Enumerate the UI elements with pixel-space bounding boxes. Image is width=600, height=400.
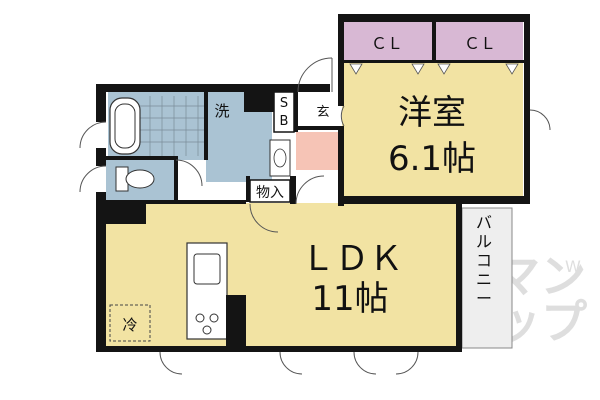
walls [96, 14, 530, 352]
fridge-label: 冷 [122, 316, 137, 334]
toilet-bowl-icon [125, 169, 155, 189]
entrance-label: 玄 [316, 105, 329, 120]
stove-burner-icon [202, 325, 212, 335]
ldk-window-arc-4 [395, 351, 419, 375]
balcony-char: ル [476, 232, 492, 251]
western-door-arc [340, 105, 345, 127]
fridge-space [109, 304, 151, 342]
closet-right [436, 22, 523, 62]
balcony-char: ニ [476, 270, 492, 289]
shoebox-label-top: S [280, 96, 288, 111]
washroom-door-arc [175, 159, 203, 187]
ldk-window-arc-1 [159, 351, 183, 375]
entrance-step [296, 126, 340, 130]
entrance-door-arc [297, 57, 333, 93]
shoebox-label-bottom: B [280, 114, 289, 129]
closet-markers [349, 63, 519, 75]
stove-burner-icon [209, 313, 219, 323]
storage-label: 物入 [256, 185, 284, 201]
balcony-label: バルコニー [476, 213, 492, 308]
watermark-small: W [565, 257, 581, 276]
kitchen-counter [186, 242, 228, 340]
balcony-char: バ [476, 213, 492, 232]
balcony-char: ー [476, 289, 492, 308]
closet-right-label: ＣＬ [464, 34, 496, 53]
washroom-label: 洗 [214, 102, 229, 120]
closet-left [342, 22, 432, 62]
bath-window-arc [79, 121, 107, 149]
ldk-floor [106, 203, 462, 347]
ldk-window-arc-2 [279, 351, 303, 375]
western-room-floor [342, 62, 523, 200]
bathtub [109, 97, 141, 155]
washbasin-bowl [273, 148, 287, 168]
ldk-door-arc [249, 203, 279, 233]
stove-burner-icon [195, 313, 205, 323]
bath-tiles [140, 96, 204, 156]
washbasin [269, 139, 291, 177]
bathtub-inner [114, 103, 136, 149]
storage-box [249, 179, 291, 203]
ldk-size: 11帖 [311, 279, 388, 319]
closet-left-label: ＣＬ [371, 34, 403, 53]
ldk-window-arc-3 [353, 351, 377, 375]
western-room-size: 6.1帖 [388, 139, 476, 179]
western-window-arc [529, 109, 551, 131]
sink-icon [193, 253, 221, 285]
shoebox [273, 91, 295, 133]
door-swings [79, 57, 551, 375]
ldk-name: ＬＤＫ [301, 239, 403, 279]
entrance-floor [296, 132, 340, 170]
balcony-char: コ [476, 251, 492, 270]
hall-door-arc [295, 175, 325, 205]
western-room-name: 洋室 [398, 93, 466, 133]
toilet-window-arc [79, 165, 107, 193]
